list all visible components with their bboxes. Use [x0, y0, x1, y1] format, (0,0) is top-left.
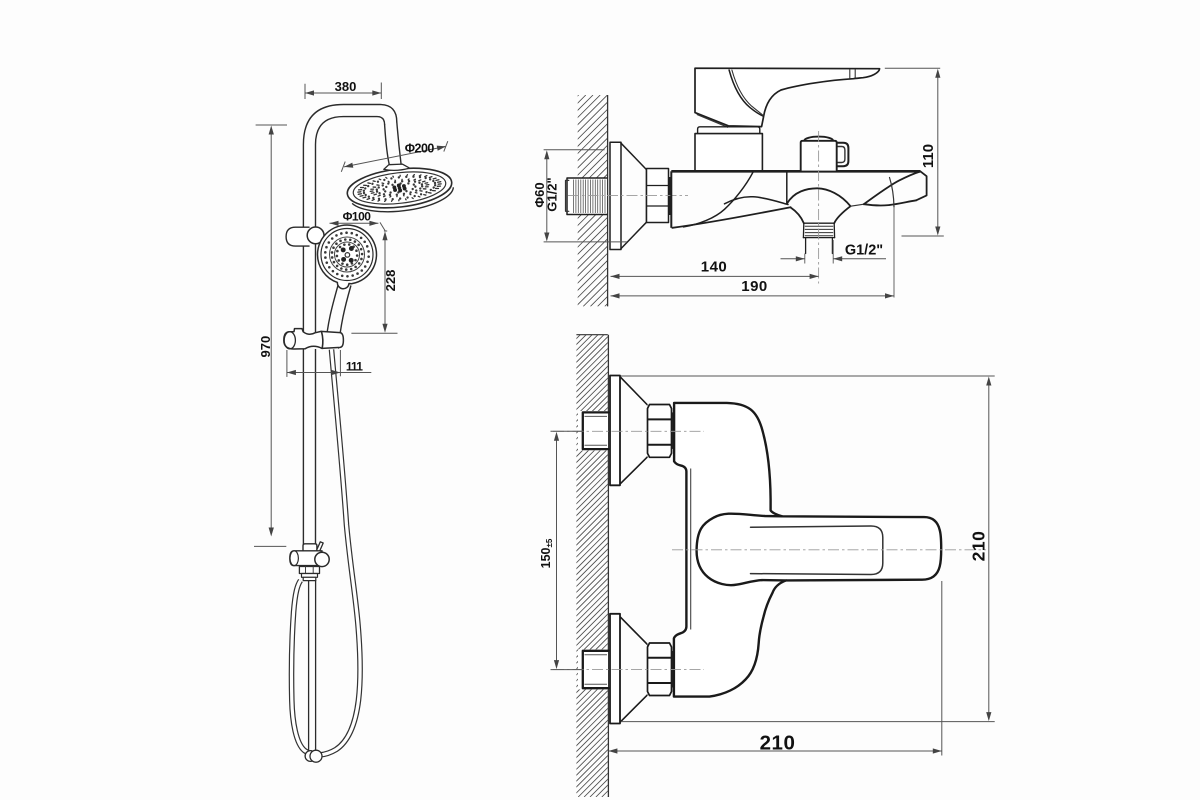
svg-text:Φ100: Φ100 [343, 210, 372, 224]
svg-text:380: 380 [335, 79, 357, 94]
svg-text:970: 970 [258, 336, 273, 358]
svg-text:Φ60: Φ60 [532, 182, 547, 207]
svg-text:Φ200: Φ200 [405, 142, 435, 156]
svg-text:210: 210 [969, 531, 989, 562]
svg-text:140: 140 [701, 259, 728, 276]
svg-text:111: 111 [346, 360, 363, 374]
svg-text:110: 110 [920, 144, 937, 168]
svg-text:228: 228 [383, 270, 398, 292]
svg-text:G1/2": G1/2" [845, 243, 883, 259]
svg-text:G1/2": G1/2" [545, 177, 560, 211]
svg-text:190: 190 [741, 278, 768, 295]
svg-text:210: 210 [760, 732, 796, 755]
